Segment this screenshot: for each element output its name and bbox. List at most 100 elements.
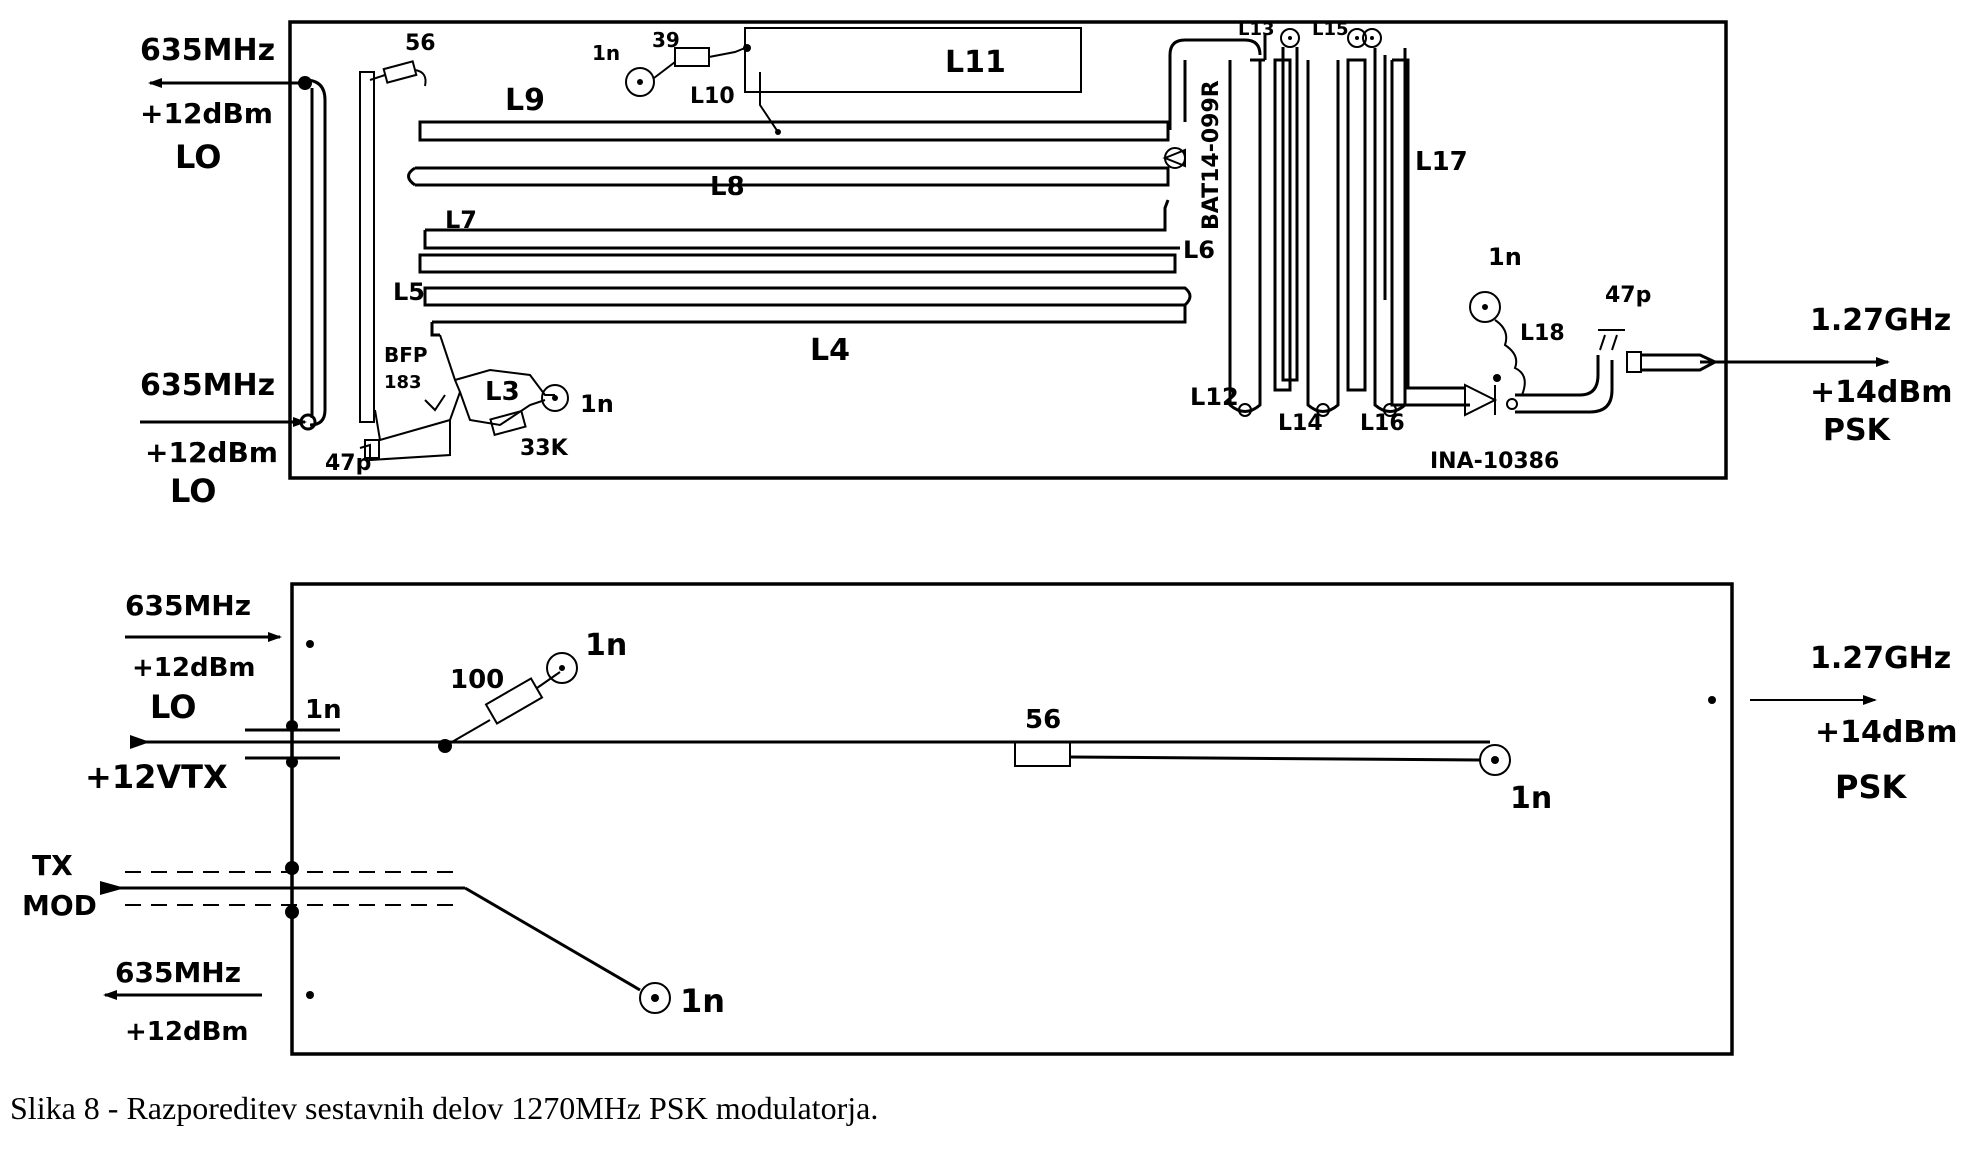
resistor-33k-label: 33K bbox=[520, 436, 569, 461]
bat14-label: BAT14-099R bbox=[1199, 80, 1224, 230]
top-lo-out-freq: 635MHz bbox=[140, 33, 275, 68]
l18-label: L18 bbox=[1520, 321, 1565, 346]
top-lo-in-port: 635MHz +12dBm LO bbox=[140, 368, 317, 510]
vtx-label: +12VTX bbox=[85, 758, 228, 796]
l15-line bbox=[1346, 58, 1367, 392]
l5-line bbox=[423, 286, 1192, 307]
resistor-100-group: 100 1n bbox=[438, 628, 627, 753]
cap-1n-r100-label: 1n bbox=[585, 628, 627, 663]
resistor-56-group: 56 1n bbox=[1014, 705, 1552, 816]
top-lo-out-level: +12dBm bbox=[140, 97, 273, 130]
l17-label: L17 bbox=[1415, 147, 1468, 177]
bottom-output-freq: 1.27GHz bbox=[1810, 641, 1951, 676]
l12-label: L12 bbox=[1190, 383, 1239, 411]
l15-label: L15 bbox=[1312, 19, 1349, 40]
resistor-56-bottom-label: 56 bbox=[1025, 705, 1061, 735]
tx-mod-label-line2: MOD bbox=[22, 889, 97, 922]
l14-line bbox=[1306, 60, 1340, 413]
resistor-100 bbox=[484, 677, 544, 725]
top-lo-in-level: +12dBm bbox=[145, 436, 278, 469]
top-board: 635MHz +12dBm LO 635MHz +12dBm LO 56 1n bbox=[140, 19, 1953, 510]
l7-line bbox=[425, 199, 1170, 232]
bottom-lo-in: 635MHz +12dBm LO bbox=[125, 589, 314, 726]
l14-label: L14 bbox=[1278, 411, 1323, 436]
bottom-vtx-feed: +12VTX 1n bbox=[85, 695, 1490, 912]
l10-label: L10 bbox=[690, 84, 735, 109]
l16-label: L16 bbox=[1360, 411, 1405, 436]
bottom-board: 635MHz +12dBm LO +12VTX 1n 100 1n bbox=[22, 582, 1958, 1056]
cap-1n-l18-label: 1n bbox=[1488, 243, 1522, 271]
bfp-number: 183 bbox=[384, 372, 422, 393]
l8-label: L8 bbox=[710, 172, 745, 202]
cap-1n-mod-pad bbox=[639, 982, 671, 1014]
top-lo-in-name: LO bbox=[170, 472, 216, 510]
cap-1n-l10-pad bbox=[625, 67, 655, 97]
l4-label: L4 bbox=[810, 333, 850, 368]
cap-1n-l18-pad bbox=[1469, 291, 1501, 323]
top-lo-in-pad bbox=[299, 413, 317, 431]
cap-1n-r56-label: 1n bbox=[1510, 781, 1552, 816]
bottom-lo-out-level: +12dBm bbox=[125, 1017, 249, 1047]
cap-1n-l10-label: 1n bbox=[592, 41, 620, 65]
l13-line bbox=[1273, 58, 1292, 392]
l3-label: L3 bbox=[485, 377, 520, 407]
cap-1n-l3-pad bbox=[541, 384, 569, 412]
top-lo-in-freq: 635MHz bbox=[140, 368, 275, 403]
bottom-lo-in-freq: 635MHz bbox=[125, 589, 251, 622]
resistor-56-top: 56 bbox=[369, 31, 436, 87]
cap-1n-l3-label: 1n bbox=[580, 390, 614, 418]
top-lo-out-port: 635MHz +12dBm LO bbox=[140, 33, 312, 176]
cap-1n-r56-pad bbox=[1479, 744, 1511, 776]
bottom-rf-output: 1.27GHz +14dBm PSK bbox=[1708, 641, 1958, 806]
top-lo-out-name: LO bbox=[175, 138, 221, 176]
l7-label: L7 bbox=[445, 206, 477, 234]
l8-line bbox=[415, 166, 1170, 187]
top-output-freq: 1.27GHz bbox=[1810, 303, 1951, 338]
l9-label: L9 bbox=[505, 83, 545, 118]
lo-vertical-line bbox=[304, 78, 327, 427]
l10-l11-group: 1n 39 L10 L11 bbox=[592, 27, 1082, 135]
cap-1n-feed-label: 1n bbox=[305, 695, 342, 725]
resistor-39-label: 39 bbox=[652, 28, 680, 52]
l6-label: L6 bbox=[1183, 236, 1215, 264]
top-output-mode: PSK bbox=[1823, 413, 1892, 448]
bfp-label: BFP bbox=[384, 343, 428, 367]
cap-47p-left-label: 47p bbox=[325, 451, 371, 476]
top-lo-out-pad bbox=[298, 76, 312, 90]
cap-1n-r100-pad bbox=[546, 652, 578, 684]
bottom-lo-in-name: LO bbox=[150, 688, 196, 726]
ina-amplifier-area: 1n L18 INA-10386 47p bbox=[1430, 243, 1719, 474]
l16-line bbox=[1373, 48, 1407, 413]
top-output-level: +14dBm bbox=[1810, 375, 1953, 410]
l5-label: L5 bbox=[393, 278, 425, 306]
l13-label: L13 bbox=[1238, 19, 1275, 40]
bottom-lo-out: 635MHz +12dBm bbox=[103, 956, 314, 1047]
tx-mod-label-line1: TX bbox=[32, 849, 73, 882]
l9-line bbox=[418, 120, 1170, 142]
l4-line bbox=[430, 305, 1187, 337]
l11-rect bbox=[744, 27, 1082, 93]
bat14-diode: BAT14-099R bbox=[1162, 38, 1262, 230]
filter-lines: L13 L15 L12 L14 L16 L17 bbox=[1190, 19, 1470, 436]
l6-line bbox=[418, 253, 1177, 274]
bottom-tx-mod: 1n TX MOD bbox=[22, 849, 725, 1020]
ina-symbol bbox=[1464, 383, 1498, 417]
resistor-56-label: 56 bbox=[405, 31, 436, 56]
resistor-33k bbox=[489, 409, 527, 437]
cap-47p-right-label: 47p bbox=[1605, 283, 1651, 308]
coupling-strip bbox=[359, 71, 375, 423]
cap-1n-mod-label: 1n bbox=[680, 982, 725, 1020]
bottom-output-level: +14dBm bbox=[1815, 715, 1958, 750]
bottom-lo-in-level: +12dBm bbox=[132, 653, 256, 683]
resistor-56 bbox=[1014, 741, 1071, 767]
bottom-output-mode: PSK bbox=[1835, 768, 1908, 806]
resistor-39 bbox=[674, 47, 710, 67]
top-board-outline bbox=[288, 20, 1728, 480]
resistor-100-label: 100 bbox=[450, 665, 504, 695]
l12-line bbox=[1228, 60, 1262, 413]
cap-47p-right bbox=[1598, 329, 1625, 351]
bfp-transistor-area: BFP 183 L3 33K 1n 47p bbox=[325, 334, 614, 476]
l11-label: L11 bbox=[945, 45, 1006, 80]
l17-line bbox=[1390, 58, 1470, 407]
